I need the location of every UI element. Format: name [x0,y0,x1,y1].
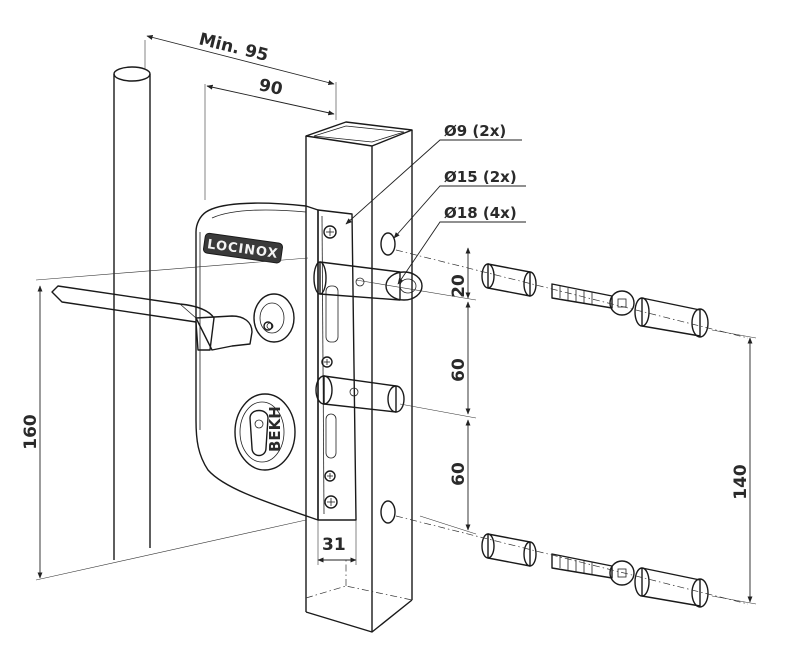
dimension-post-offset-label: 31 [322,535,346,555]
dimension-min-width-label: Min. 95 [197,29,271,66]
callout-leaders [345,139,526,285]
lever-handle [51,285,273,351]
dimension-spacing-top-label: 20 [449,274,469,298]
dimension-lines [37,34,753,603]
lock-body: LOCINOX BEKH [195,202,319,521]
latch-bolt [313,261,423,301]
dimension-fixing-span-label: 140 [731,464,751,500]
screw-lower [324,470,336,482]
dimension-width-label: 90 [257,75,284,100]
cylinder-mark: BEKH [266,406,284,452]
dimension-spacing-mid-label: 60 [449,358,469,382]
dead-bolt [315,375,405,413]
screw-upper [321,356,333,368]
dimension-height-label: 160 [21,414,41,450]
round-post [113,66,151,560]
extension-lines [35,40,757,605]
square-post [305,121,413,633]
euro-cylinder: BEKH [234,393,296,471]
logo-plate: LOCINOX [202,232,283,264]
screw-top [323,225,337,239]
callout-hole-large: Ø18 (4x) [444,204,517,222]
callout-hole-small: Ø9 (2x) [444,122,506,140]
callout-hole-medium: Ø15 (2x) [444,168,517,186]
screw-bottom [324,495,338,509]
dimension-spacing-low-label: 60 [449,462,469,486]
handle-spindle-boss [253,293,295,343]
fixing-set-bottom [481,533,709,608]
fixing-set-top [481,263,709,338]
faceplate [317,209,357,521]
